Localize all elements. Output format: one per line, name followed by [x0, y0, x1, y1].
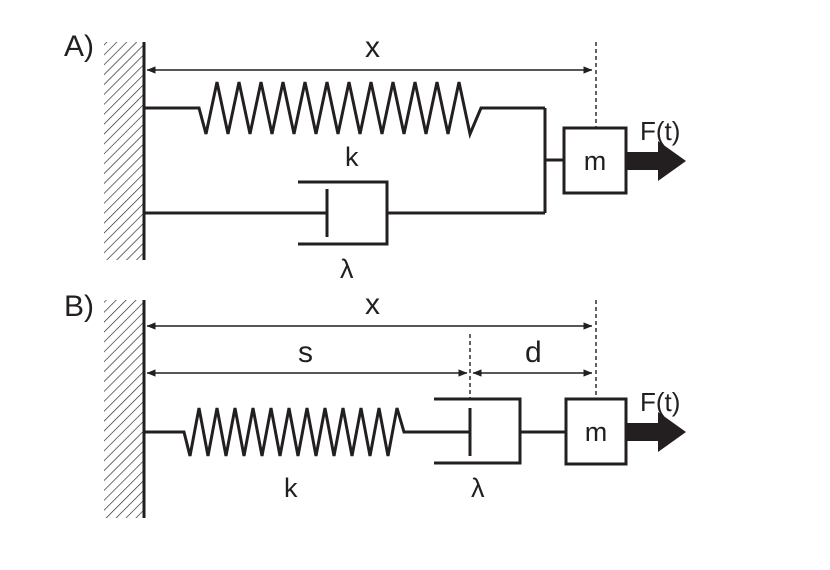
damper-label-a: λ — [340, 254, 354, 284]
force-label-a: F(t) — [640, 116, 680, 146]
mass-label-b: m — [585, 417, 608, 447]
mass-box-a — [562, 126, 628, 195]
force-arrow-b — [626, 412, 686, 452]
spring-label-b: k — [284, 473, 298, 503]
diagram-b: B) x s d k λ m F(t) — [64, 288, 686, 518]
diagram-a: A) x k λ m F(t) — [64, 30, 686, 284]
mass-label-a: m — [584, 146, 607, 176]
force-arrow-a — [626, 141, 686, 181]
dimension-s-label-b: s — [298, 336, 313, 369]
spring-b — [144, 407, 470, 457]
wall-hatching-b — [104, 300, 144, 518]
dimension-x-label-a: x — [365, 31, 380, 64]
damper-label-b: λ — [471, 473, 485, 503]
panel-label-a: A) — [64, 30, 94, 63]
spring-label-a: k — [345, 142, 359, 172]
dimension-x-label-b: x — [365, 288, 380, 321]
damper-b — [434, 397, 566, 465]
dimension-d-label-b: d — [525, 336, 542, 369]
wall-hatching-a — [104, 42, 144, 260]
spring-a — [144, 81, 545, 139]
force-label-b: F(t) — [640, 387, 680, 417]
damper-a — [144, 180, 545, 246]
panel-label-b: B) — [64, 290, 94, 323]
